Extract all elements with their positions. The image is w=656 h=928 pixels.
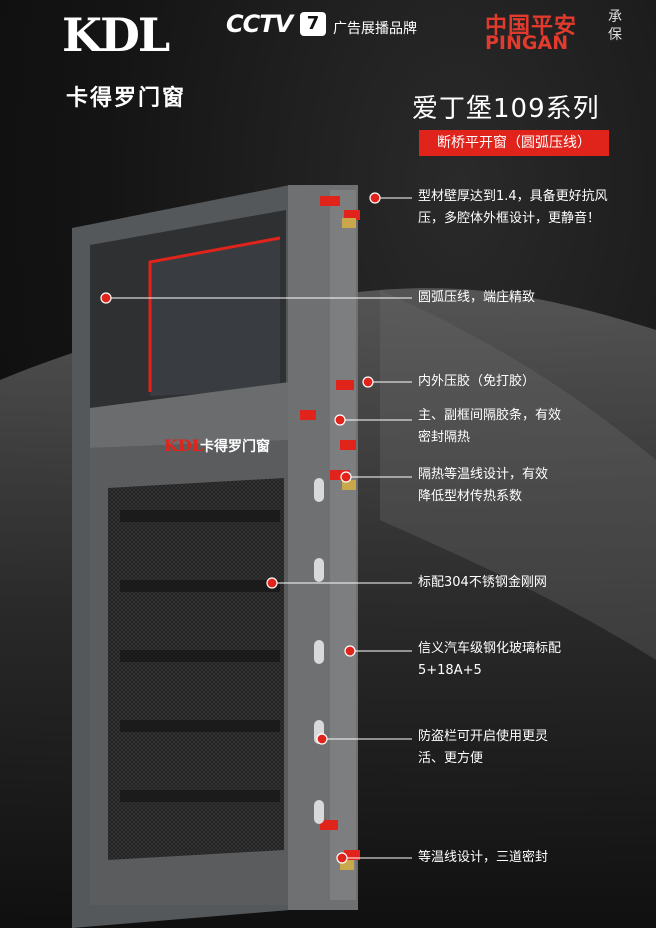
security-mesh-panel [108,478,284,860]
cctv-logo: CCTV [226,10,293,38]
cctv-caption: 广告展播品牌 [333,21,417,37]
callout-leaders [106,197,412,859]
callout-triple-seal: 等温线设计，三道密封 [418,850,549,865]
callout-dots [100,192,381,864]
glass-edge [330,190,356,900]
mesh-bars [120,510,280,802]
pingan-logo-en: PINGAN [485,32,569,54]
pingan-side-text: 承保 [608,9,622,43]
brand-name: 卡得罗门窗 [66,86,187,111]
callout-gasket-strip: 主、副框间隔胶条，有效密封隔热 [418,408,562,445]
pingan-logo-cn: 中国平安 [485,14,578,39]
callout-wall-thickness: 型材壁厚达到1.4，具备更好抗风压，多腔体外框设计，更静音！ [418,189,608,226]
callout-isotherm: 隔热等温线设计，有效降低型材传热系数 [418,467,549,504]
frame-brand-name: 卡得罗门窗 [200,439,270,455]
cctv-channel-badge: 7 [300,12,326,36]
upper-glass-pane [150,238,280,396]
callout-arc-bead: 圆弧压线，端庄精致 [418,290,536,305]
upper-arc-bead-line [148,236,281,392]
callout-steel-mesh: 标配304不锈钢金刚网 [418,575,547,590]
gaskets [340,218,356,870]
callout-tempered-glass: 信义汽车级钢化玻璃标配5+18A+5 [418,641,562,678]
product-subtitle-badge: 断桥平开窗（圆弧压线） [419,130,609,156]
callout-glue-free: 内外压胶（免打胶） [418,374,536,389]
kdl-logo: KDL [62,8,170,62]
product-series-title: 爱丁堡109系列 [412,94,600,124]
callout-security-bar: 防盗栏可开启使用更灵活、更方便 [418,729,549,766]
seal-strips [300,196,360,860]
frame-kdl-logo: KDL [164,436,204,455]
transom-bar [90,382,290,448]
